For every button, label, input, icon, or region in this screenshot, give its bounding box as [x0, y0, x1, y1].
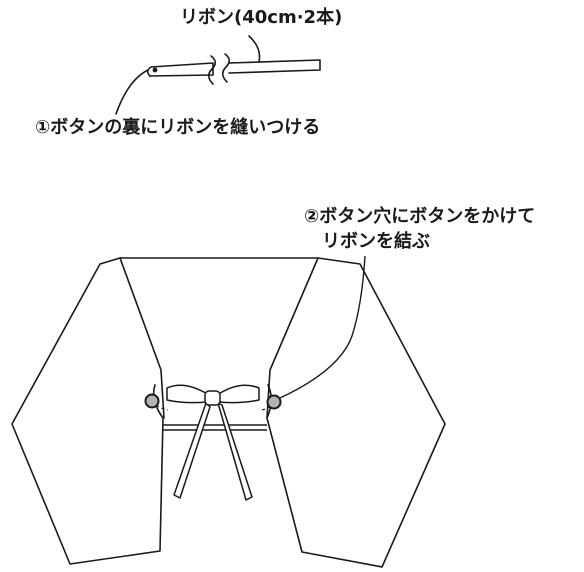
left-panel-outline: [11, 257, 164, 565]
back-band: [163, 424, 267, 431]
right-button-icon: [266, 394, 282, 410]
ribbon-illustration: [115, 35, 321, 115]
ribbon-right-segment: [228, 59, 321, 74]
leader-ribbon: [248, 35, 261, 63]
ribbon-break-mark: [207, 55, 217, 85]
left-inner-edge: [119, 257, 165, 419]
step2-label-line2: リボンを結ぶ: [322, 231, 430, 252]
right-panel-outline: [266, 257, 446, 568]
bow-left-tail: [173, 402, 211, 499]
garment-outline: [11, 257, 446, 568]
ribbon-label: リボン(40cm·2本): [180, 7, 343, 28]
step2-label-line1: ②ボタン穴にボタンをかけて: [304, 206, 536, 227]
leader-step1: [115, 69, 149, 115]
bow-knot: [204, 390, 221, 406]
ribbon-left-segment: [149, 62, 214, 77]
leader-step2: [279, 255, 366, 399]
ribbon-break-mark: [221, 53, 231, 83]
left-button-icon: [144, 393, 160, 409]
bow-left-loop: [166, 384, 210, 404]
bow-right-loop: [216, 384, 260, 404]
bow: [166, 384, 260, 501]
ribbon-end: [146, 66, 152, 77]
button-dot-icon: [152, 67, 158, 73]
right-inner-edge: [266, 257, 319, 419]
step1-label: ①ボタンの裏にリボンを縫いつける: [35, 117, 321, 138]
bow-right-tail: [217, 402, 253, 501]
